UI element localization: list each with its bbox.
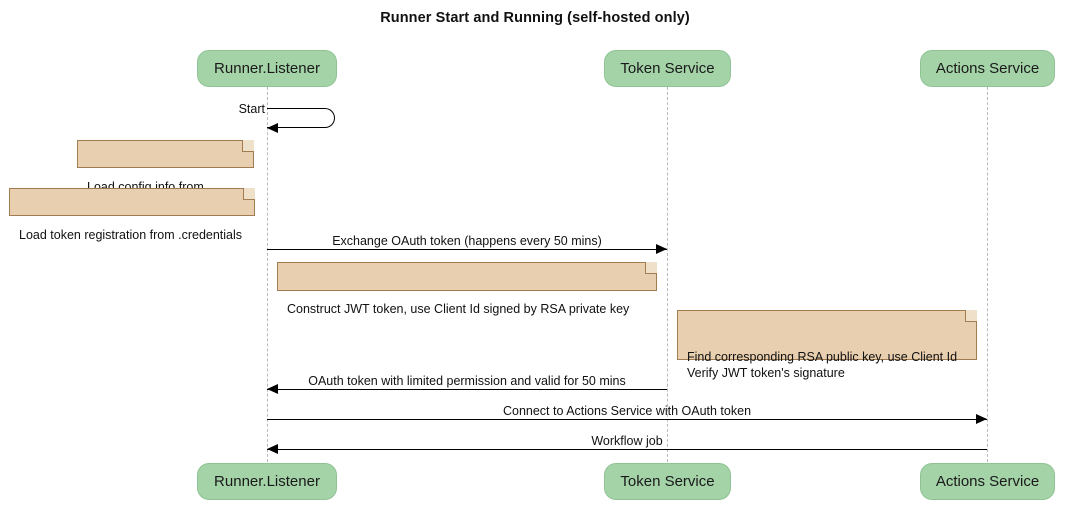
- message-line-connect-actions-service: [267, 419, 987, 420]
- participant-label: Runner.Listener: [214, 60, 320, 77]
- lifeline-actions-service: [987, 87, 988, 462]
- note-load-config: Load config info from .runner: [77, 140, 254, 210]
- participant-token-service-bottom[interactable]: Token Service: [604, 463, 731, 500]
- participant-label: Token Service: [620, 60, 715, 77]
- message-label-workflow-job: Workflow job: [591, 434, 663, 448]
- page-title: Runner Start and Running (self-hosted on…: [380, 10, 690, 26]
- note-fold-icon: [965, 310, 977, 322]
- participant-token-service-top[interactable]: Token Service: [604, 50, 731, 87]
- arrowhead-start: [267, 122, 278, 133]
- note-text: Find corresponding RSA public key, use C…: [687, 350, 958, 380]
- lifeline-token-service: [667, 87, 668, 462]
- participant-runner-listener-top[interactable]: Runner.Listener: [197, 50, 337, 87]
- participant-label: Actions Service: [935, 473, 1040, 490]
- arrowhead-oauth-token-returned: [267, 383, 278, 394]
- participant-label: Runner.Listener: [214, 473, 320, 490]
- note-fold-icon: [242, 140, 254, 152]
- message-label-start: Start: [238, 102, 265, 116]
- participant-actions-service-top[interactable]: Actions Service: [920, 50, 1055, 87]
- note-text: Load token registration from .credential…: [19, 228, 243, 242]
- note-fold-icon: [645, 262, 657, 274]
- note-fold-icon: [243, 188, 255, 200]
- lifeline-runner-listener: [267, 87, 268, 462]
- participant-actions-service-bottom[interactable]: Actions Service: [920, 463, 1055, 500]
- message-line-exchange-oauth-token: [267, 249, 667, 250]
- participant-label: Actions Service: [935, 60, 1040, 77]
- participant-label: Token Service: [620, 473, 715, 490]
- note-text: Construct JWT token, use Client Id signe…: [287, 302, 630, 316]
- message-label-connect-actions-service: Connect to Actions Service with OAuth to…: [502, 404, 752, 418]
- self-message-start: [267, 108, 335, 128]
- message-line-workflow-job: [267, 449, 987, 450]
- participant-runner-listener-bottom[interactable]: Runner.Listener: [197, 463, 337, 500]
- note-construct-jwt-token: Construct JWT token, use Client Id signe…: [277, 262, 657, 316]
- message-label-oauth-token-returned: OAuth token with limited permission and …: [308, 374, 626, 388]
- message-line-oauth-token-returned: [267, 389, 667, 390]
- arrowhead-exchange-oauth-token: [656, 243, 667, 254]
- note-verify-jwt-signature: Find corresponding RSA public key, use C…: [677, 310, 977, 380]
- arrowhead-workflow-job: [267, 443, 278, 454]
- message-label-exchange-oauth-token: Exchange OAuth token (happens every 50 m…: [332, 234, 602, 248]
- note-load-token-registration: Load token registration from .credential…: [9, 188, 255, 242]
- arrowhead-connect-actions-service: [976, 413, 987, 424]
